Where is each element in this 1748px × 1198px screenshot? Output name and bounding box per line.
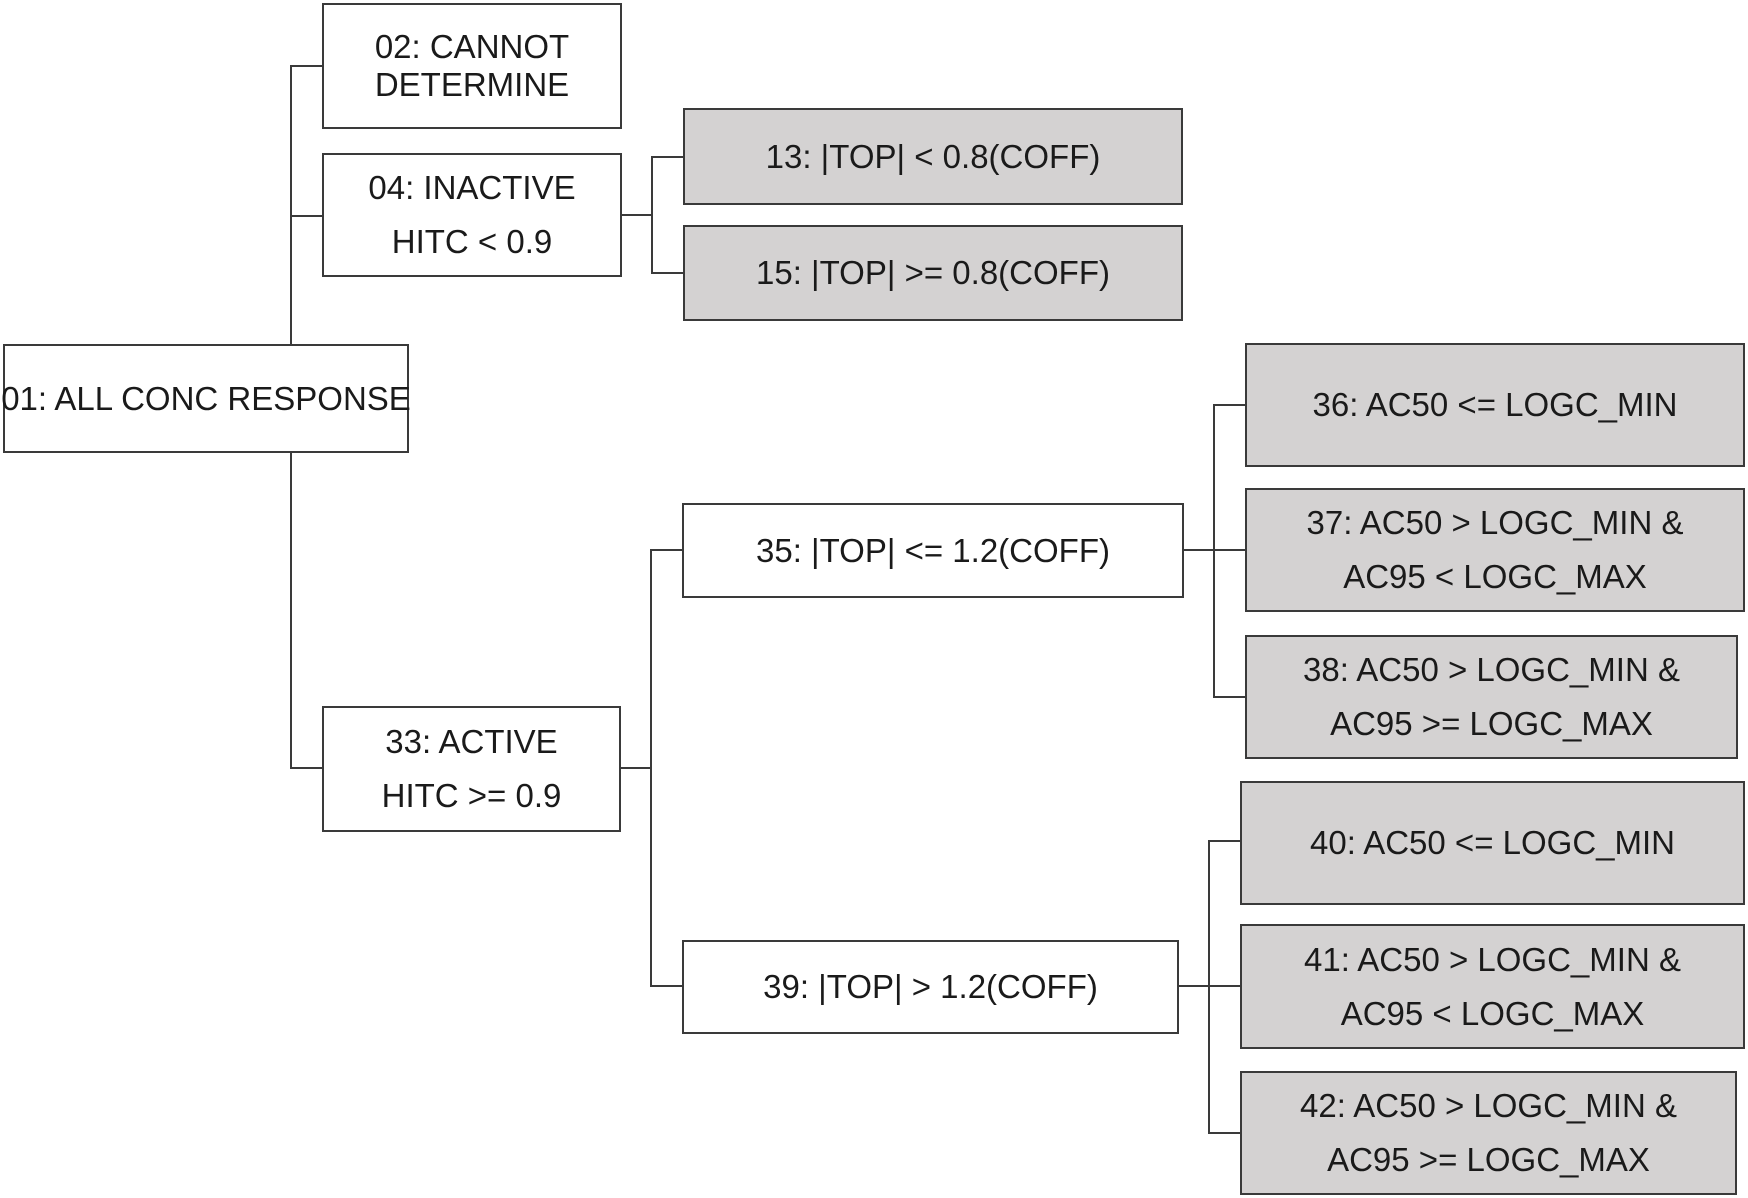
node-33-label-line2: HITC >= 0.9 <box>381 777 562 814</box>
node-04-label-line2: HITC < 0.9 <box>391 223 553 260</box>
edge-33-39 <box>650 768 682 987</box>
edge-39-40 <box>1178 840 1240 987</box>
node-41-label-line2: AC95 < LOGC_MAX <box>1340 994 1645 1032</box>
node-41-label-line1: 41: AC50 > LOGC_MIN & <box>1304 940 1681 978</box>
node-42-label-line2: AC95 >= LOGC_MAX <box>1327 1141 1650 1178</box>
edge-01-02 <box>290 65 322 344</box>
edge-35-38 <box>1213 550 1245 698</box>
node-41-ac50-gt-min-ac95-lt-max: 41: AC50 > LOGC_MIN & AC95 < LOGC_MAX <box>1240 924 1745 1049</box>
node-35-label: 35: |TOP| <= 1.2(COFF) <box>756 531 1110 569</box>
node-39-label: 39: |TOP| > 1.2(COFF) <box>763 968 1098 1005</box>
node-42-ac50-gt-min-ac95-ge-max: 42: AC50 > LOGC_MIN & AC95 >= LOGC_MAX <box>1240 1071 1737 1195</box>
node-40-ac50-le-logc-min: 40: AC50 <= LOGC_MIN <box>1240 781 1745 905</box>
edge-35-36 <box>1183 404 1245 551</box>
edge-33-35 <box>620 549 682 769</box>
node-36-label: 36: AC50 <= LOGC_MIN <box>1312 386 1678 423</box>
node-02-cannot-determine: 02: CANNOT DETERMINE <box>322 3 622 129</box>
node-35-top-le-1.2-coff: 35: |TOP| <= 1.2(COFF) <box>682 503 1184 598</box>
node-04-label-line1: 04: INACTIVE <box>368 169 576 206</box>
node-38-label-line2: AC95 >= LOGC_MAX <box>1330 705 1653 742</box>
node-15-label: 15: |TOP| >= 0.8(COFF) <box>756 254 1110 291</box>
node-15-top-ge-0.8-coff: 15: |TOP| >= 0.8(COFF) <box>683 225 1183 321</box>
node-38-ac50-gt-min-ac95-ge-max: 38: AC50 > LOGC_MIN & AC95 >= LOGC_MAX <box>1245 635 1738 759</box>
node-37-label-line2: AC95 < LOGC_MAX <box>1343 558 1647 595</box>
node-38-label-line1: 38: AC50 > LOGC_MIN & <box>1303 651 1680 688</box>
node-36-ac50-le-logc-min: 36: AC50 <= LOGC_MIN <box>1245 343 1745 467</box>
node-01-all-conc-response: 01: ALL CONC RESPONSE <box>1 344 411 453</box>
node-13-label: 13: |TOP| < 0.8(COFF) <box>765 137 1101 175</box>
node-42-label-line1: 42: AC50 > LOGC_MIN & <box>1300 1087 1677 1124</box>
node-13-top-lt-0.8-coff: 13: |TOP| < 0.8(COFF) <box>683 108 1183 205</box>
node-40-label: 40: AC50 <= LOGC_MIN <box>1309 824 1675 861</box>
node-39-top-gt-1.2-coff: 39: |TOP| > 1.2(COFF) <box>682 940 1179 1034</box>
edge-04-15 <box>651 215 683 274</box>
node-02-label-line1: 02: CANNOT <box>374 28 570 65</box>
node-37-label-line1: 37: AC50 > LOGC_MIN & <box>1306 504 1684 541</box>
node-33-active: 33: ACTIVE HITC >= 0.9 <box>322 706 621 832</box>
node-37-ac50-gt-min-ac95-lt-max: 37: AC50 > LOGC_MIN & AC95 < LOGC_MAX <box>1245 488 1745 612</box>
node-01-label: 01: ALL CONC RESPONSE <box>1 379 411 417</box>
edge-39-42 <box>1208 986 1240 1134</box>
edge-01-33 <box>290 453 322 769</box>
node-04-inactive: 04: INACTIVE HITC < 0.9 <box>322 153 622 277</box>
node-02-label-line2: DETERMINE <box>374 66 570 103</box>
edge-04-13 <box>621 156 683 216</box>
node-33-label-line1: 33: ACTIVE <box>385 723 558 760</box>
